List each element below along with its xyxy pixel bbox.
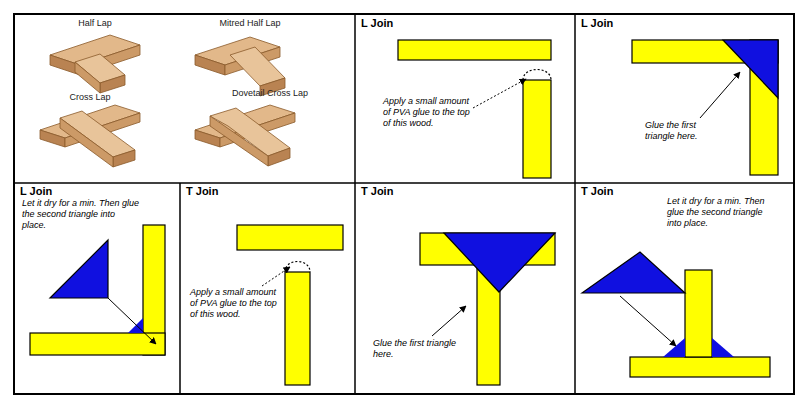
l-join-panel: L JoinApply a small amount of PVA glue t… [355,14,575,183]
t-join-step2 [420,233,555,385]
instruction-note: Glue the first triangle here. [373,338,463,360]
t-join-panel: T JoinApply a small amount of PVA glue t… [180,183,355,394]
t-join-step3 [582,252,770,377]
lap-joints [40,35,295,167]
panel-title: L Join [581,17,613,30]
panel-title: T Join [361,185,393,198]
t-join-panel: T JoinLet it dry for a min. Then glue th… [575,183,794,394]
instruction-note: Apply a small amount of PVA glue to the … [190,287,280,320]
instruction-note: Glue the first triangle here. [645,120,725,142]
panel-title: L Join [361,17,393,30]
joint-name: Mitred Half Lap [200,18,300,29]
instruction-note: Apply a small amount of PVA glue to the … [383,96,473,129]
joint-name: Half Lap [60,18,130,29]
l-join-step3 [30,225,165,355]
instruction-note: Let it dry for a min. Then glue the seco… [22,198,140,231]
l-join-panel: L JoinLet it dry for a min. Then glue th… [14,183,180,394]
panel-title: T Join [581,185,613,198]
l-join-step2 [632,40,778,175]
l-join-panel: L JoinGlue the first triangle here. [575,14,794,183]
panel-title: T Join [186,185,218,198]
joint-name: Cross Lap [55,92,125,103]
joint-name: Dovetail Cross Lap [230,88,310,99]
t-join-panel: T JoinGlue the first triangle here. [355,183,575,394]
panel-grid [14,14,794,394]
instruction-note: Let it dry for a min. Then glue the seco… [667,196,777,229]
panel-title: L Join [20,185,52,198]
